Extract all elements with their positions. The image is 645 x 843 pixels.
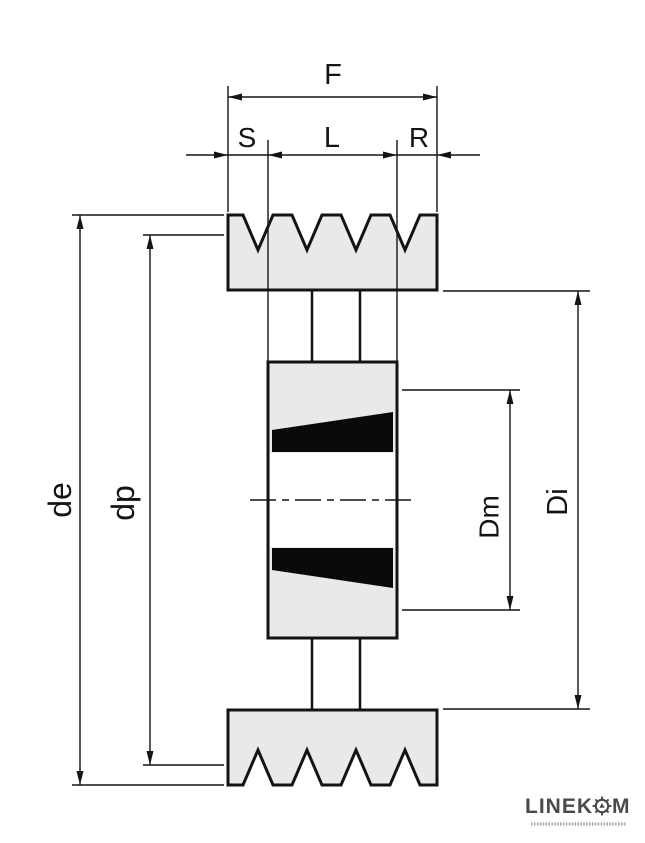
- pulley-top-rim: [226, 213, 439, 292]
- logo-text-right: M: [612, 795, 631, 818]
- dim-label-de: de: [42, 482, 78, 518]
- dim-label-F: F: [324, 59, 342, 91]
- dim-label-dp: dp: [105, 485, 141, 521]
- dim-label-L: L: [324, 122, 340, 154]
- upper-web: [310, 290, 362, 362]
- lower-web: [310, 638, 362, 710]
- extension-lines: [72, 86, 590, 786]
- pulley-bottom-rim: [226, 708, 439, 787]
- logo-text-left: LINEK: [525, 795, 593, 818]
- dimension-labels: F S L R de dp Dm Di: [42, 59, 574, 539]
- dim-label-Dm: Dm: [474, 495, 505, 539]
- taper-bush-lower-wedge: [272, 548, 393, 588]
- dim-label-Di: Di: [542, 488, 574, 515]
- logo: LINEK M: [525, 795, 631, 826]
- taper-bush-upper-wedge: [272, 412, 393, 452]
- dim-label-S: S: [238, 122, 257, 153]
- gear-icon: [592, 796, 612, 816]
- pulley-section: [226, 213, 439, 787]
- dim-label-R: R: [409, 122, 429, 153]
- dimension-lines: [76, 93, 582, 785]
